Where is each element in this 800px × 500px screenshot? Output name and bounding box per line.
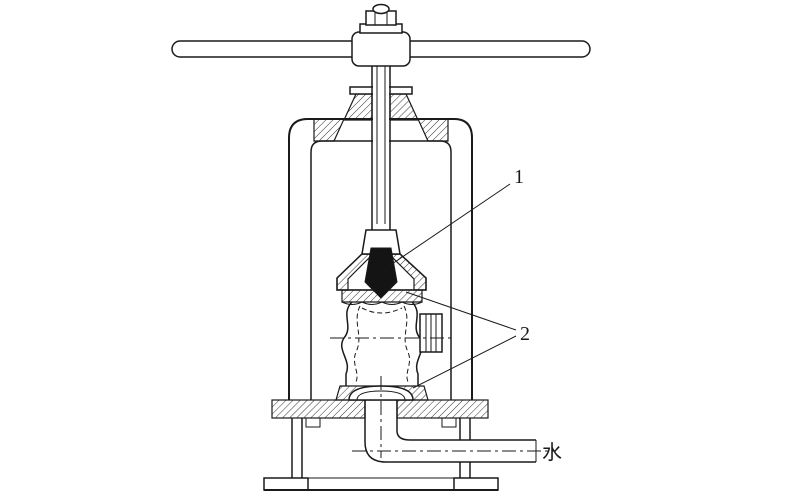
callout-1-label: 1 — [514, 166, 524, 188]
callout-1: 1 — [388, 166, 524, 267]
base-plate — [271, 399, 489, 428]
callout-2-label: 2 — [520, 323, 530, 345]
inlet-pipe — [364, 398, 537, 463]
callout-2-leader-upper — [405, 291, 517, 331]
water-label: 水 — [542, 441, 562, 464]
callout-2: 2 — [405, 291, 530, 389]
handwheel — [171, 3, 591, 67]
housing — [263, 418, 499, 491]
seal-dark-region — [364, 247, 398, 299]
body-bottom-flange — [335, 385, 429, 401]
callout-1-leader — [388, 183, 511, 267]
centerlines — [330, 337, 556, 458]
valve-body — [341, 301, 443, 386]
callout-2-leader-lower — [412, 335, 517, 389]
